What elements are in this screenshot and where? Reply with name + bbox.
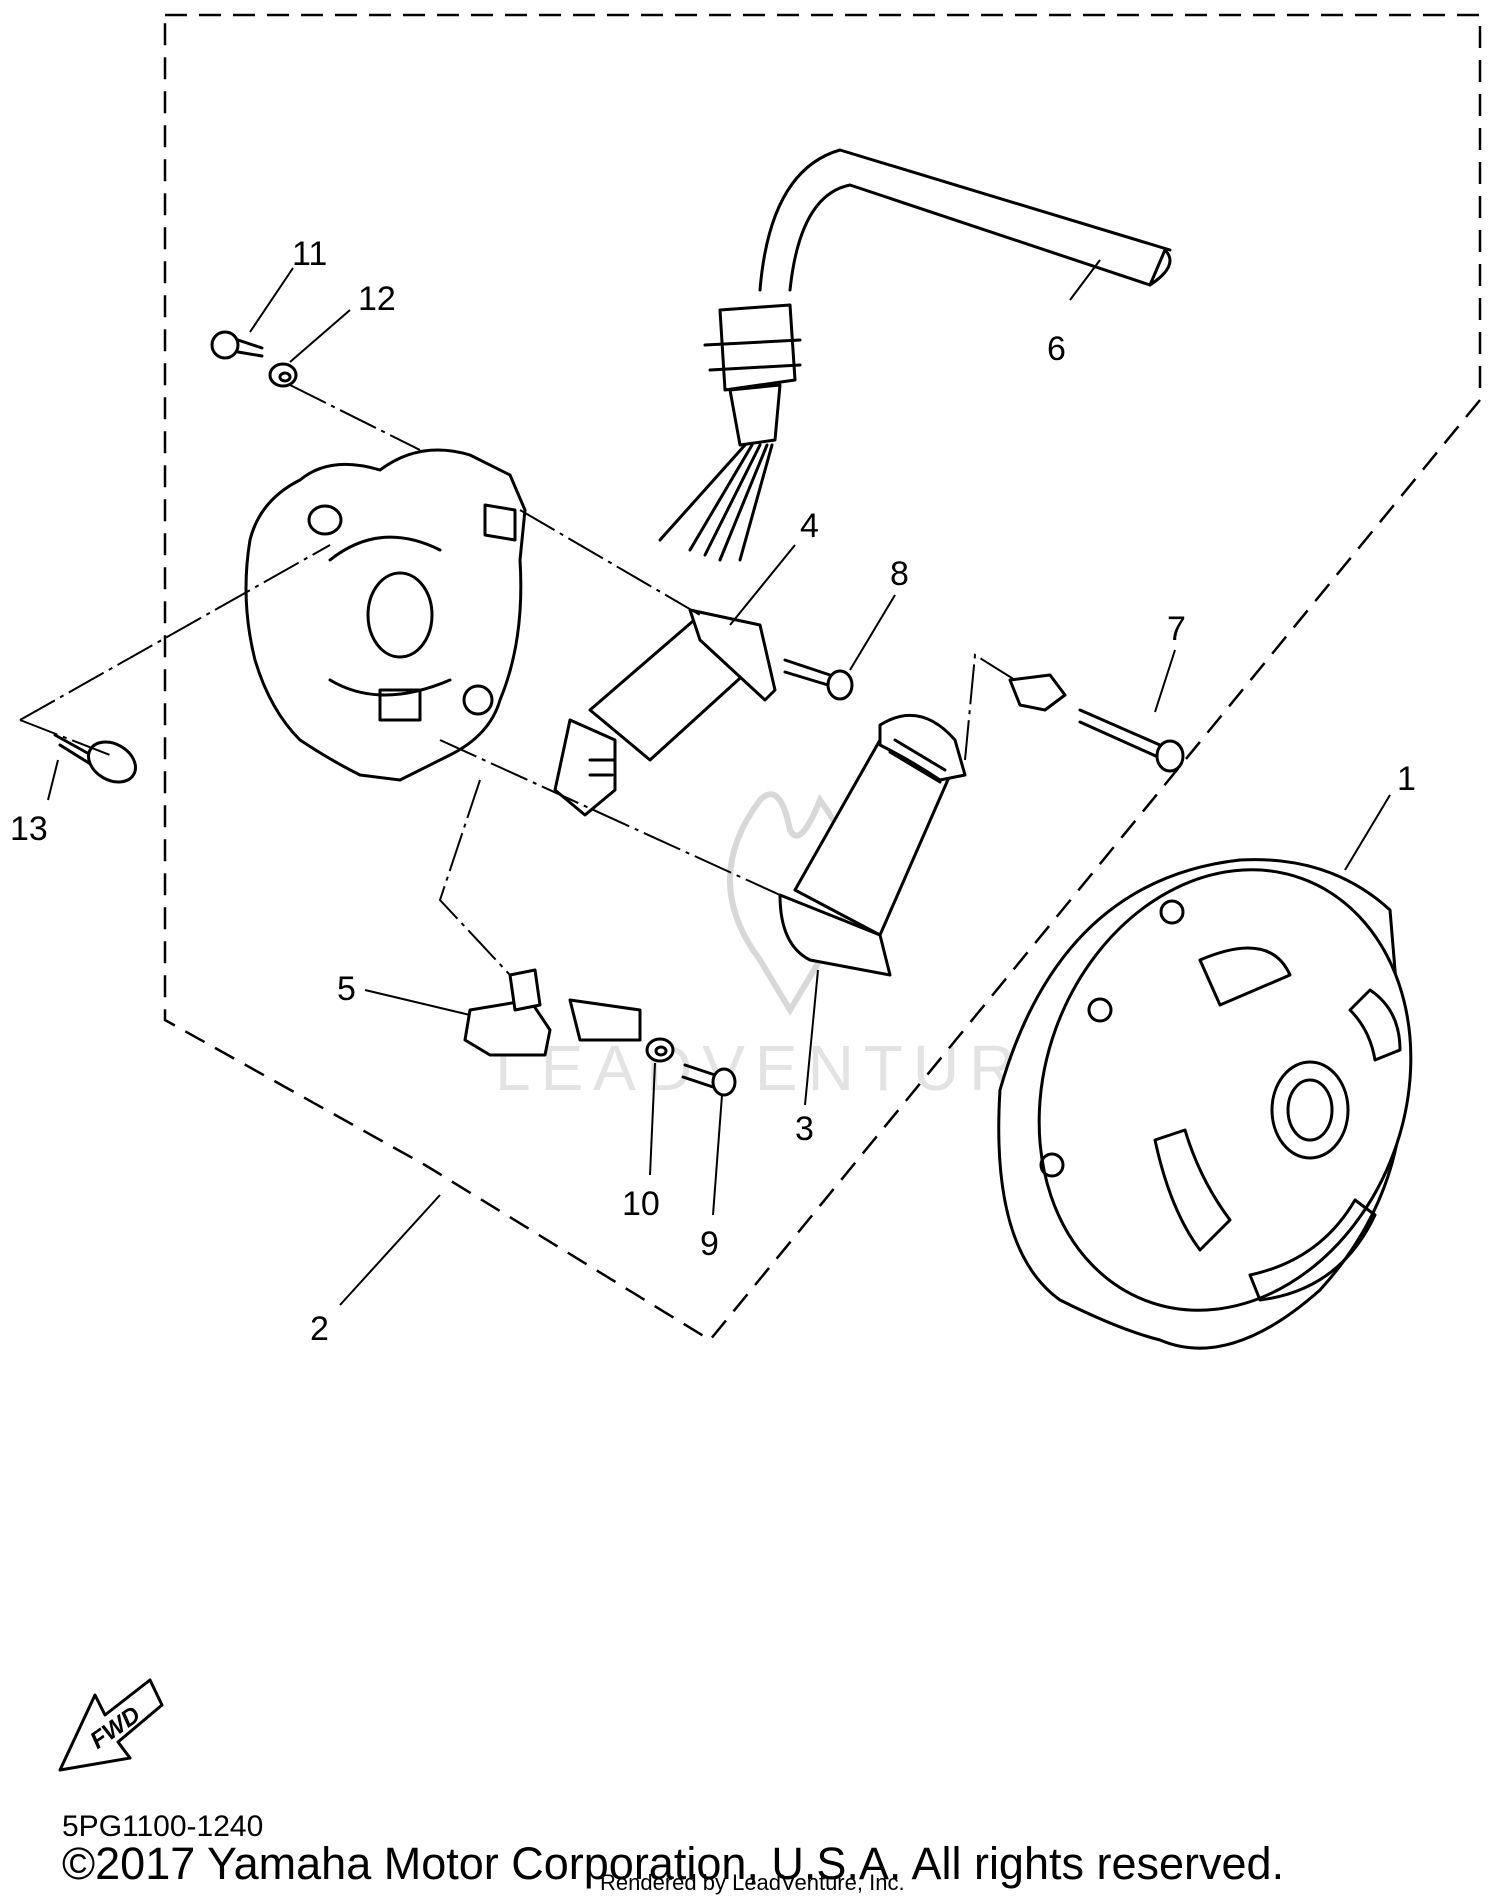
part-label-1: 1	[1397, 760, 1416, 798]
screw-9	[681, 1063, 737, 1097]
leader-3	[804, 969, 819, 1106]
rendered-by-notice: Rendered by LeadVenture, Inc.	[600, 1870, 905, 1895]
watermark-text: LEADVENTURE	[495, 1032, 1078, 1104]
centerline-coil-4	[519, 509, 701, 616]
forward-arrow-icon: FWD	[58, 1678, 164, 1772]
leader-10	[649, 1062, 656, 1176]
pulser-coil	[463, 968, 642, 1057]
leader-9	[712, 1094, 723, 1216]
leadventure-watermark: LEADVENTURE	[495, 791, 1078, 1104]
leader-12	[289, 309, 351, 363]
part-label-11: 11	[292, 235, 327, 273]
centerline-screw-7	[964, 653, 1016, 761]
leader-7	[1154, 649, 1176, 713]
part-label-12: 12	[358, 280, 396, 318]
part-label-5: 5	[337, 970, 356, 1008]
wire-harness	[658, 148, 1172, 562]
part-label-2: 2	[310, 1310, 329, 1348]
leader-11	[249, 267, 294, 333]
part-label-7: 7	[1167, 610, 1186, 648]
centerline-screw-13b	[19, 719, 111, 756]
screw-8	[783, 658, 854, 701]
screw-11	[210, 330, 264, 360]
centerline-coil-3	[439, 739, 781, 896]
leader-8	[849, 594, 896, 671]
centerline-screw-11	[289, 384, 421, 451]
screw-13	[53, 733, 137, 784]
washer-10	[645, 1037, 675, 1063]
leader-5	[364, 989, 471, 1016]
diagram-code: 5PG1100-1240	[62, 1810, 264, 1843]
leader-13	[47, 759, 59, 801]
part-label-10: 10	[622, 1185, 660, 1223]
centerline-pulser	[438, 779, 511, 976]
leader-1	[1344, 794, 1391, 871]
charge-coil	[553, 608, 777, 817]
leader-6	[1069, 259, 1101, 301]
part-label-8: 8	[890, 555, 909, 593]
part-label-9: 9	[700, 1225, 719, 1263]
copyright-notice: ©2017 Yamaha Motor Corporation, U.S.A. A…	[62, 1838, 1285, 1889]
leader-2	[339, 1194, 441, 1306]
centerline-screw-13	[19, 544, 331, 721]
part-label-6: 6	[1047, 330, 1066, 368]
source-coil	[778, 713, 967, 977]
screw-7	[1008, 673, 1185, 773]
part-label-3: 3	[795, 1110, 814, 1148]
flywheel-rotor	[997, 858, 1413, 1350]
stator-assembly-boundary	[163, 13, 1482, 1342]
washer-12	[268, 362, 298, 388]
leader-4	[729, 544, 796, 626]
part-label-13: 13	[10, 810, 48, 848]
part-label-4: 4	[800, 507, 819, 545]
stator-base-plate	[244, 448, 527, 782]
